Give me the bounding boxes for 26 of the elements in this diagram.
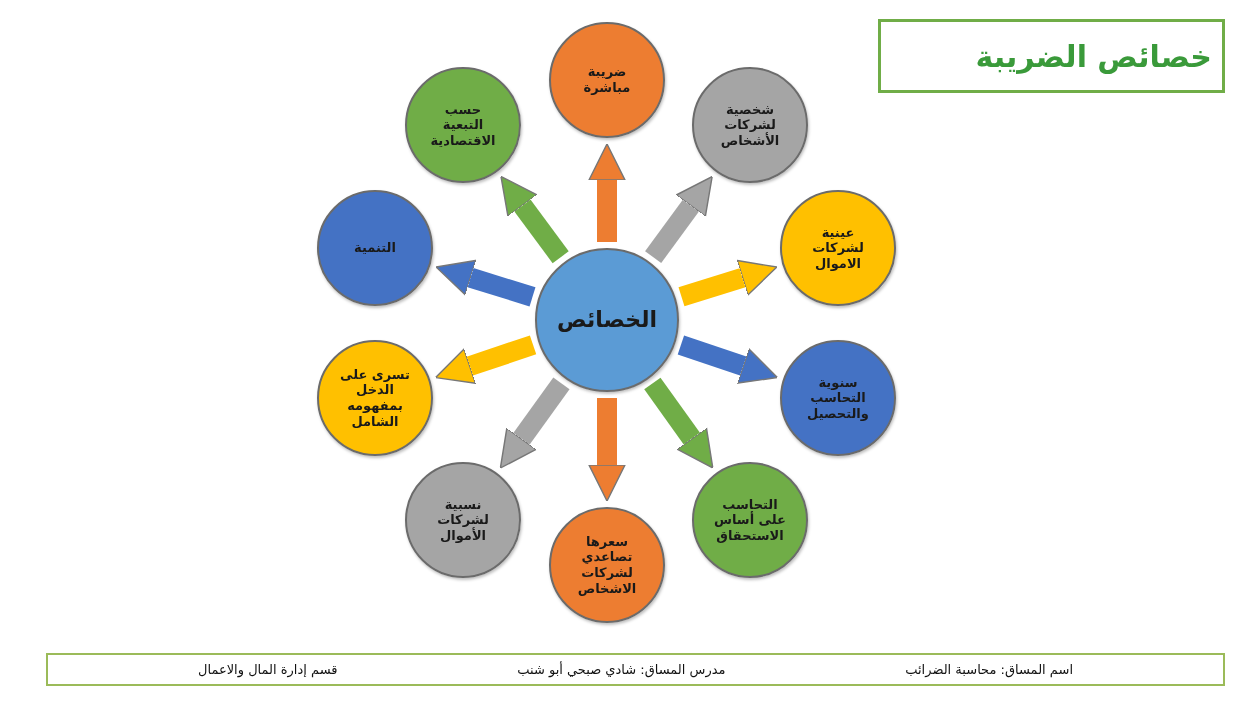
arrow <box>499 377 570 469</box>
node-label: ضريبة مباشرة <box>582 64 632 96</box>
node-label: عينية لشركات الاموال <box>811 224 865 272</box>
node-label: تسرى على الدخل بمفهومه الشامل <box>339 366 411 430</box>
node-label: حسب التبعية الاقتصادية <box>429 101 497 149</box>
arrow <box>434 335 537 384</box>
node-label: سنوية التحاسب والتحصيل <box>806 374 870 422</box>
footer-text: اسم المساق: محاسبة الضرائب <box>905 662 1073 677</box>
title: خصائص الضريبة <box>878 19 1225 93</box>
footer-text: قسم إدارة المال والاعمال <box>198 662 338 677</box>
arrow <box>677 335 779 384</box>
arrow <box>588 398 626 502</box>
node-label: الخصائص <box>556 306 658 334</box>
arrow <box>678 259 778 307</box>
node-label: التحاسب على أساس الاستحقاق <box>713 496 787 544</box>
node-label: شخصية لشركات الأشخاص <box>719 101 781 149</box>
center-circle <box>535 248 679 392</box>
arrow <box>588 143 626 242</box>
arrow <box>435 259 536 307</box>
arrow <box>644 377 714 469</box>
node-label: التنمية <box>353 240 397 256</box>
arrow <box>500 175 569 264</box>
node-label: سعرها تصاعدي لشركات الاشخاص <box>576 533 638 597</box>
arrow <box>645 175 713 263</box>
footer-text: مدرس المساق: شادي صبحي أبو شنب <box>517 662 726 677</box>
node-label: نسبية لشركات الأموال <box>436 496 490 544</box>
